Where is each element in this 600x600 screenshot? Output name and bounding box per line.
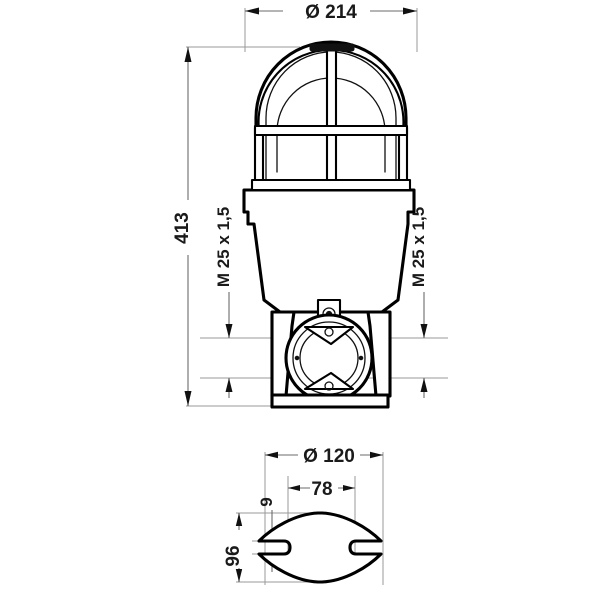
protective-cage [250,43,412,192]
arrow-height-bottom [184,391,192,406]
dim-label-thread-right: M 25 x 1,5 [409,207,428,287]
arrow-thread-left-top [225,324,233,338]
arrow-slot-span-right [343,485,355,491]
dim-label-slot-width: 9 [257,497,276,506]
arrow-plate-right [370,451,383,459]
dimension-overall-height: 413 [172,47,193,406]
dim-label-thread-left: M 25 x 1,5 [214,207,233,287]
ring-fixing-dot-left [294,355,300,361]
dimension-plate-diameter: Ø 120 [265,446,383,467]
dimension-plate-height: 96 [223,513,244,582]
arrow-thread-left-bottom [225,378,233,392]
arrow-height-top [184,47,192,62]
cage-apex-cap [309,43,355,52]
arrow-plate-height-top [235,513,243,526]
cage-arc-right [329,48,405,132]
dim-label-overall-diameter: Ø 214 [305,2,357,23]
elevation-view: Ø 214 413 M 25 x 1,5 M 25 x 1,5 [172,2,448,409]
dim-label-slot-span: 78 [311,479,332,500]
bottom-view: Ø 120 78 96 9 [223,446,384,585]
dimension-overall-diameter: Ø 214 [245,2,417,23]
dimension-thread-right: M 25 x 1,5 [409,207,428,398]
arrow-slot-span-left [288,485,300,491]
arrow-plate-left [265,451,278,459]
cage-band-upper [253,124,409,137]
base-plate [270,393,390,409]
arrow-plate-height-bottom [235,569,243,582]
base-plate-plan-outline [257,511,383,584]
arrow-thread-right-top [420,324,428,338]
housing-collar [242,188,416,314]
cage-rail-center [325,46,338,192]
dim-label-overall-height: 413 [172,212,193,244]
bracket-lug-bottom-hole [324,381,334,391]
bracket-lug-top-hole [324,327,334,337]
cage-arc-left [257,48,333,132]
arrow-thread-right-bottom [420,378,428,392]
dim-label-plate-height: 96 [223,545,244,566]
dimension-slot-span: 78 [288,479,355,500]
dimension-thread-left: M 25 x 1,5 [214,207,233,398]
arrow-diameter-right [403,7,417,15]
ring-fixing-dot-right [358,355,364,361]
bracket-lug-bottom [303,371,355,391]
cage-band-lower [250,178,412,192]
dim-label-plate-diameter: Ø 120 [303,446,355,467]
arrow-diameter-left [245,7,259,15]
